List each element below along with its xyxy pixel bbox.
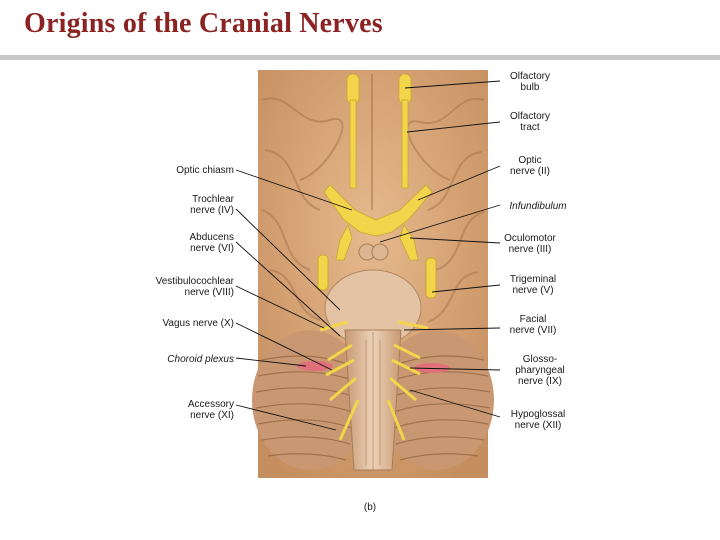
trigeminal-left [317,254,329,291]
optic-structures [323,184,433,261]
brain-illustration [252,70,494,478]
title-divider [0,55,720,60]
label-optic-chiasm: Optic chiasm [176,165,234,176]
cerebellum [252,330,494,470]
olfactory-nerves [346,73,412,189]
trigeminal-right [425,257,437,299]
figure-label: (b) [364,502,376,513]
page-title: Origins of the Cranial Nerves [24,8,383,39]
leader-lines [235,80,501,431]
choroid-plexus-right [414,363,450,373]
label-choroid-plexus: Choroid plexus [167,354,234,365]
choroid-plexus-left [297,361,333,371]
label-vagus: Vagus nerve (X) [162,318,234,329]
gyri [261,74,485,323]
label-infundibulum: Infundibulum [509,201,566,212]
lower-cranial-nerves [319,320,429,441]
